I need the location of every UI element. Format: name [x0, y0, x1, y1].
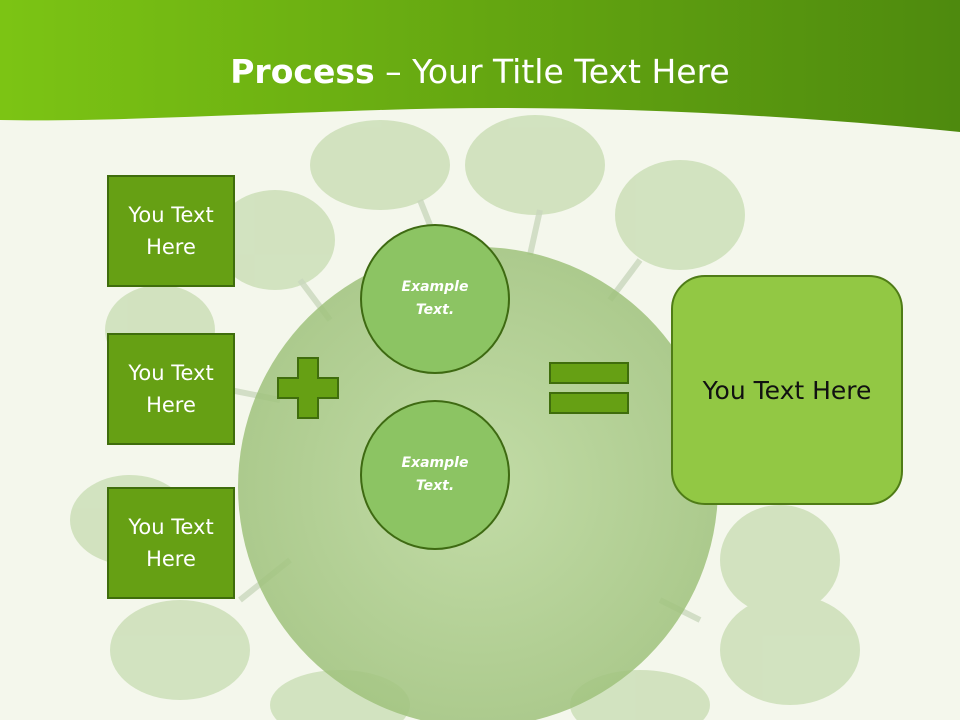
left-box-2: You Text Here — [107, 333, 235, 445]
plus-icon — [277, 357, 339, 419]
left-box-3: You Text Here — [107, 487, 235, 599]
equals-icon — [549, 362, 629, 414]
circle-label: Example Text. — [401, 455, 469, 494]
result-box: You Text Here — [671, 275, 903, 505]
left-box-1: You Text Here — [107, 175, 235, 287]
result-label: You Text Here — [702, 375, 872, 405]
circle-label: Example Text. — [401, 279, 469, 318]
title-bold: Process — [230, 52, 375, 91]
circle-bottom: Example Text. — [360, 400, 510, 550]
left-box-label: You Text Here — [128, 361, 214, 417]
header-band — [0, 0, 960, 132]
left-box-label: You Text Here — [128, 203, 214, 259]
title-rest: – Your Title Text Here — [374, 52, 730, 91]
circle-top: Example Text. — [360, 224, 510, 374]
left-box-label: You Text Here — [128, 515, 214, 571]
slide-title: Process – Your Title Text Here — [0, 52, 960, 91]
